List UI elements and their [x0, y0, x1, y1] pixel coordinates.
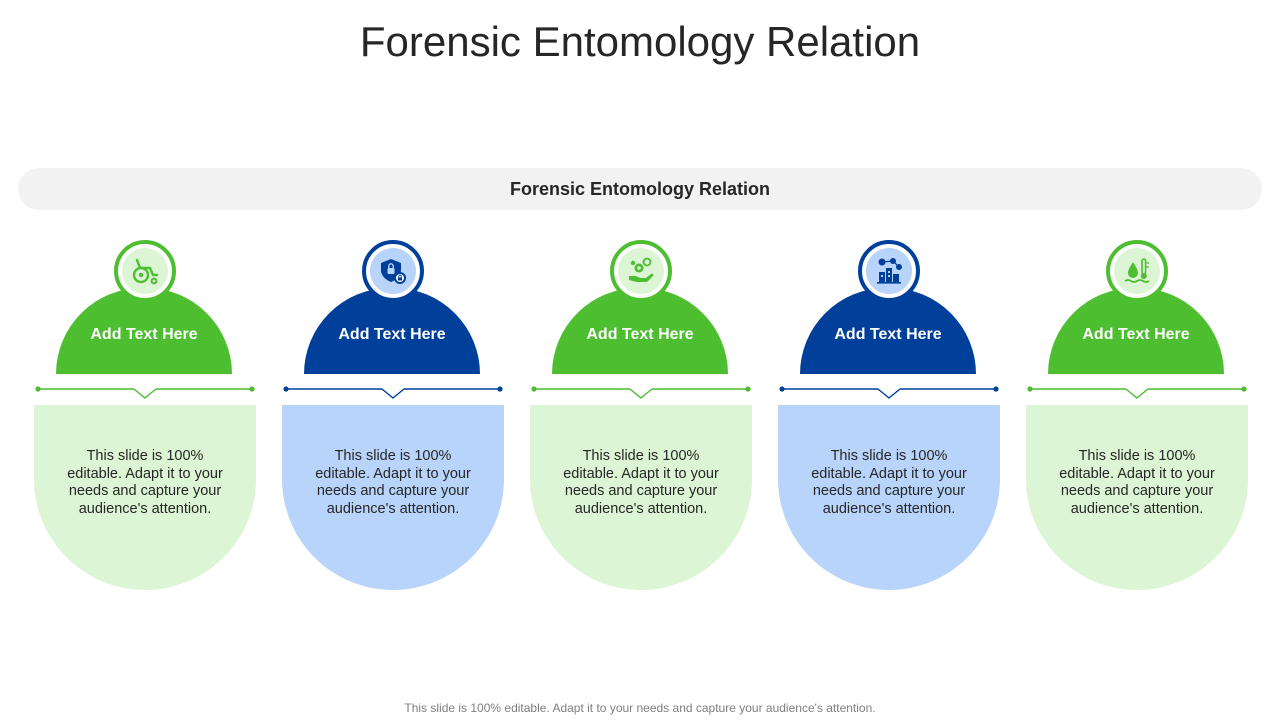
step-description: This slide is 100% editable. Adapt it to… [315, 448, 471, 517]
divider-line [531, 386, 751, 399]
step-column-1: Add Text Here This slide is 100% editabl… [34, 238, 256, 598]
section-banner: Forensic Entomology Relation [18, 168, 1262, 210]
page-title: Forensic Entomology Relation [359, 18, 921, 65]
divider-line [283, 386, 503, 399]
step-heading: Add Text Here [586, 326, 694, 343]
step-card [282, 405, 504, 590]
icon-badge [610, 240, 672, 302]
step-heading: Add Text Here [338, 326, 446, 343]
step-column-3: Add Text Here This slide is 100% editabl… [530, 238, 752, 598]
wheelchair-icon [132, 258, 159, 285]
step-heading: Add Text Here [1082, 326, 1190, 343]
step-card [1026, 405, 1248, 590]
step-description: This slide is 100% editable. Adapt it to… [811, 448, 967, 517]
step-column-4: Add Text Here This slide i [778, 238, 1000, 598]
water-thermometer-icon [1124, 258, 1150, 283]
step-heading: Add Text Here [834, 326, 942, 343]
step-description: This slide is 100% editable. Adapt it to… [563, 448, 719, 517]
hand-coins-icon [629, 257, 654, 282]
divider-line [1027, 386, 1247, 399]
step-card [34, 405, 256, 590]
step-column-5: Add Text Here This slide is 100% editabl… [1026, 238, 1248, 598]
step-card [530, 405, 752, 590]
step-column-2: Add Text Here This slide is 100% editabl… [282, 238, 504, 598]
icon-badge [114, 240, 176, 302]
divider-line [779, 386, 999, 399]
icon-badge [1106, 240, 1168, 302]
step-heading: Add Text Here [90, 326, 198, 343]
step-description: This slide is 100% editable. Adapt it to… [67, 448, 223, 517]
icon-badge [858, 240, 920, 302]
divider-line [35, 386, 255, 399]
step-card [778, 405, 1000, 590]
city-network-icon [877, 258, 902, 284]
footer-note: This slide is 100% editable. Adapt it to… [404, 701, 876, 715]
step-description: This slide is 100% editable. Adapt it to… [1059, 448, 1215, 517]
shield-lock-icon [381, 259, 406, 284]
icon-badge [362, 240, 424, 302]
